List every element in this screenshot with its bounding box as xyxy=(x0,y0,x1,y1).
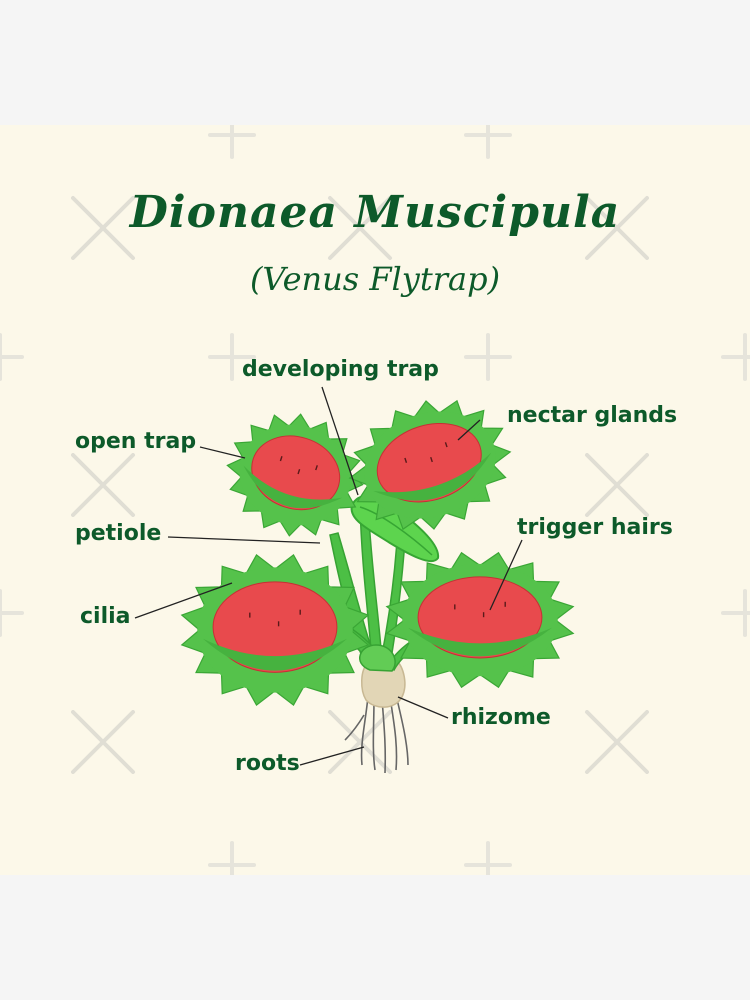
trap-nectar-face xyxy=(417,576,543,659)
leader-lines xyxy=(134,386,523,766)
label-open-trap: open trap xyxy=(75,429,197,454)
trap-upper-left xyxy=(226,413,364,537)
trap-lower-left xyxy=(180,553,370,707)
trap-lip xyxy=(408,627,552,657)
diagram-title: Dionaea Muscipula xyxy=(129,187,621,238)
diagram-canvas: Dionaea Muscipula (Venus Flytrap) develo… xyxy=(0,125,750,875)
label-petiole: petiole xyxy=(75,521,162,546)
label-cilia: cilia xyxy=(80,604,131,629)
trigger-hair xyxy=(444,442,448,448)
trigger-hair xyxy=(430,456,433,463)
trap-lower-right xyxy=(385,551,575,689)
label-trigger-hairs: trigger hairs xyxy=(517,515,673,540)
trap-lip xyxy=(373,452,492,501)
diagram-subtitle: (Venus Flytrap) xyxy=(249,260,501,298)
trigger-hair xyxy=(315,465,318,471)
trap-upper-right xyxy=(348,399,512,531)
trap-lip xyxy=(243,465,343,509)
trap-nectar-face xyxy=(212,581,338,673)
label-nectar-glands: nectar glands xyxy=(507,403,678,428)
trigger-hair xyxy=(404,457,408,463)
label-developing-trap: developing trap xyxy=(242,357,439,382)
label-rhizome: rhizome xyxy=(451,705,551,730)
label-roots: roots xyxy=(235,751,300,776)
venus-flytrap-illustration xyxy=(0,125,750,875)
traps xyxy=(180,399,575,707)
trap-lip xyxy=(203,638,347,671)
trigger-hair xyxy=(297,469,301,475)
trigger-hair xyxy=(279,456,283,462)
